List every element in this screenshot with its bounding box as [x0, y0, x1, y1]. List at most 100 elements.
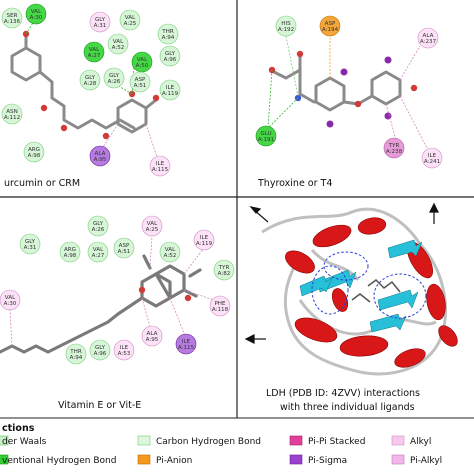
legend-item: Carbon Hydrogen Bond: [137, 435, 261, 447]
ldh-caption-line2: with three individual ligands: [280, 402, 415, 413]
legend-item: Pi-Sigma: [289, 454, 347, 466]
thyroxine-title: Thyroxine or T4: [257, 178, 332, 189]
protein-cartoon: [261, 207, 458, 376]
legend-swatch: [0, 435, 9, 446]
legend-swatch: [137, 454, 151, 465]
legend-swatch: [391, 435, 405, 446]
legend-item: Pi-Anion: [137, 454, 192, 466]
thyroxine-molecule: [272, 54, 402, 112]
direction-arrows: [244, 202, 439, 344]
legend-label: Pi-Alkyl: [410, 456, 442, 466]
legend-label: Pi-Pi Stacked: [308, 437, 365, 447]
thyroxine-bonds: [267, 34, 429, 151]
vitamin-molecule: [0, 254, 202, 354]
legend-label: Carbon Hydrogen Bond: [156, 437, 261, 447]
legend-swatch: [0, 454, 9, 465]
legend-item: Pi-Alkyl: [391, 454, 442, 466]
vitamin-bonds: [9, 235, 215, 347]
legend-label: Pi-Anion: [156, 456, 192, 466]
legend-swatch: [289, 435, 303, 446]
legend-label: Pi-Sigma: [308, 456, 347, 466]
curcumin-atoms: [22, 30, 160, 140]
legend-swatch: [289, 454, 303, 465]
binding-site-rings: [311, 251, 427, 319]
vitamin-atoms: [138, 286, 192, 302]
legend-item: Alkyl: [391, 435, 431, 447]
curcumin-title: urcumin or CRM: [4, 178, 80, 189]
legend-swatch: [391, 454, 405, 465]
legend-label: ventional Hydrogen Bond: [2, 456, 116, 466]
bound-ligand: [351, 279, 401, 303]
legend-item: ventional Hydrogen Bond: [0, 454, 116, 466]
legend-item: Pi-Pi Stacked: [289, 435, 365, 447]
legend-swatch: [137, 435, 151, 446]
